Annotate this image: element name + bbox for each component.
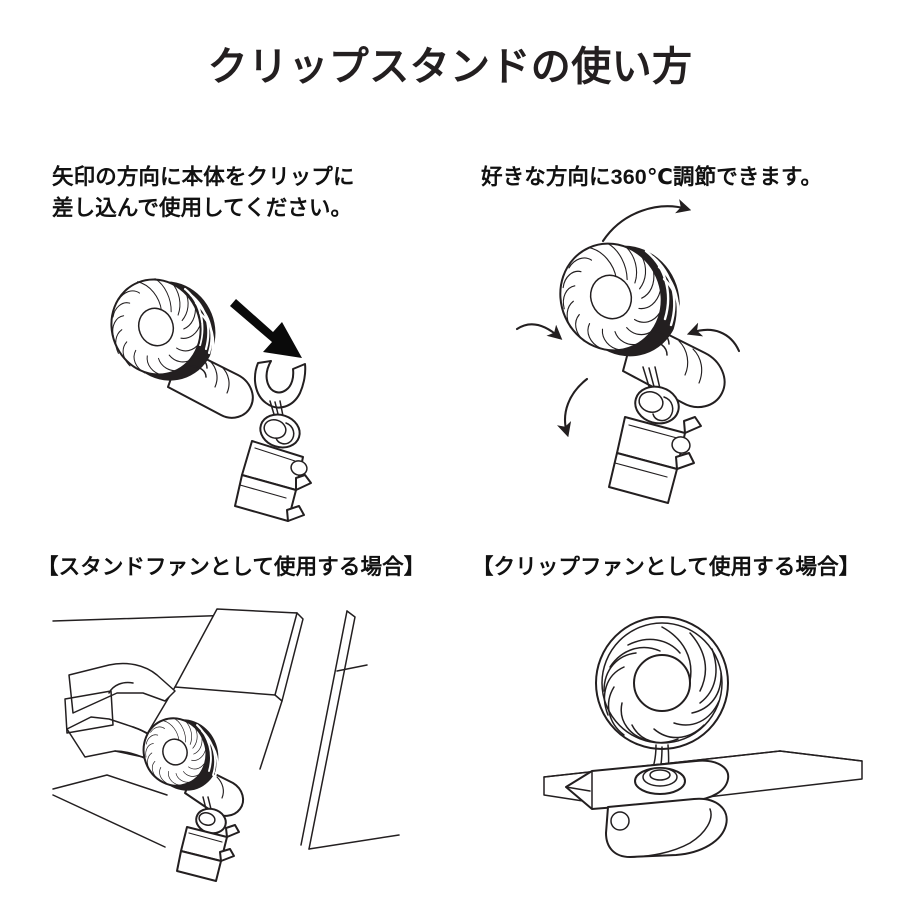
rotation-arrow-left <box>515 322 563 340</box>
clip-jaw <box>565 759 730 858</box>
panel-stand-mode-caption: 【スタンドファンとして使用する場合】 <box>37 555 426 579</box>
panel-insert-caption: 矢印の方向に本体をクリップに 差し込んで使用してください。 <box>52 165 355 220</box>
laptop <box>136 607 368 850</box>
clip-unit-insert <box>234 360 312 523</box>
rotation-arrow-right <box>686 322 741 352</box>
fan-on-clip-base <box>142 716 245 882</box>
rotation-arrow-top <box>601 198 692 242</box>
panel-clip-mode: 【クリップファンとして使用する場合】 <box>472 552 900 858</box>
fan-unit-insert <box>95 264 254 419</box>
panel-insert: 矢印の方向に本体をクリップに 差し込んで使用してください。 <box>52 162 452 523</box>
rotation-arrow-bottom <box>557 377 589 437</box>
insert-arrow <box>230 299 302 359</box>
panel-clip-mode-caption: 【クリップファンとして使用する場合】 <box>472 555 861 579</box>
panel-stand-mode: 【スタンドファンとして使用する場合】 <box>37 552 467 882</box>
panel-clip-mode-illustration <box>543 611 900 861</box>
panel-rotate-caption: 好きな方向に360℃調節できます。 <box>481 165 823 189</box>
page-title: クリップスタンドの使い方 <box>207 45 693 89</box>
rotation-arrows <box>515 198 741 437</box>
panel-rotate: 好きな方向に360℃調節できます。 <box>481 162 881 504</box>
panel-stand-mode-illustration <box>47 599 477 882</box>
fan-head-front <box>595 615 729 750</box>
panel-insert-illustration <box>90 235 490 525</box>
panel-rotate-illustration <box>491 189 891 504</box>
fan-clip-assembly <box>559 242 726 504</box>
